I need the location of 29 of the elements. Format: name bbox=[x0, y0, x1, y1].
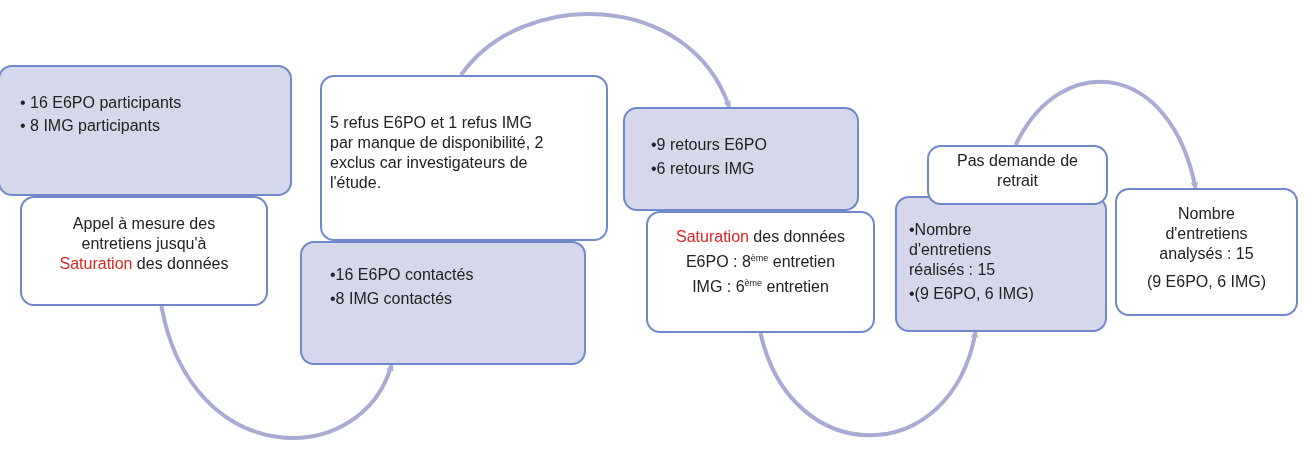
box-text: Pas demande de retrait bbox=[956, 151, 1079, 191]
box-text: •6 retours IMG bbox=[651, 159, 755, 179]
note-box bbox=[1115, 188, 1298, 316]
box-text: (9 E6PO, 6 IMG) bbox=[1146, 272, 1267, 292]
curved-arrow bbox=[758, 331, 978, 438]
box-text: •Nombre d'entretiens réalisés : 15 bbox=[909, 220, 997, 280]
curved-arrow bbox=[159, 305, 394, 440]
box-text: • 16 E6PO participants bbox=[20, 93, 182, 113]
note-box bbox=[20, 196, 268, 306]
curved-arrow bbox=[459, 12, 731, 108]
process-box bbox=[300, 241, 586, 365]
box-text: Nombre d'entretiens analysés : 15 bbox=[1158, 204, 1255, 264]
process-box bbox=[623, 107, 859, 211]
box-text: •9 retours E6PO bbox=[651, 135, 767, 155]
box-text: Saturation des données bbox=[676, 227, 845, 247]
box-text: •(9 E6PO, 6 IMG) bbox=[909, 284, 1034, 304]
box-text: • 8 IMG participants bbox=[20, 116, 160, 136]
box-text: Appel à mesure des entretiens jusqu'à Saturation des données bbox=[58, 214, 230, 274]
box-text: E6PO : 8$^{ème}$ entretien bbox=[685, 252, 836, 272]
box-text: •16 E6PO contactés bbox=[330, 265, 474, 285]
curved-arrow bbox=[1013, 79, 1198, 189]
process-box bbox=[895, 196, 1107, 332]
box-text: •8 IMG contactés bbox=[330, 289, 453, 309]
process-box bbox=[0, 65, 292, 196]
note-box bbox=[927, 145, 1108, 205]
note-box bbox=[320, 75, 608, 241]
note-box bbox=[646, 211, 875, 333]
box-text: 5 refus E6PO et 1 refus IMG par manque de disponibilité, 2 exclus car investigateurs de l'étude. bbox=[330, 113, 545, 193]
box-text: IMG : 6$^{ème}$ entretien bbox=[692, 277, 829, 297]
